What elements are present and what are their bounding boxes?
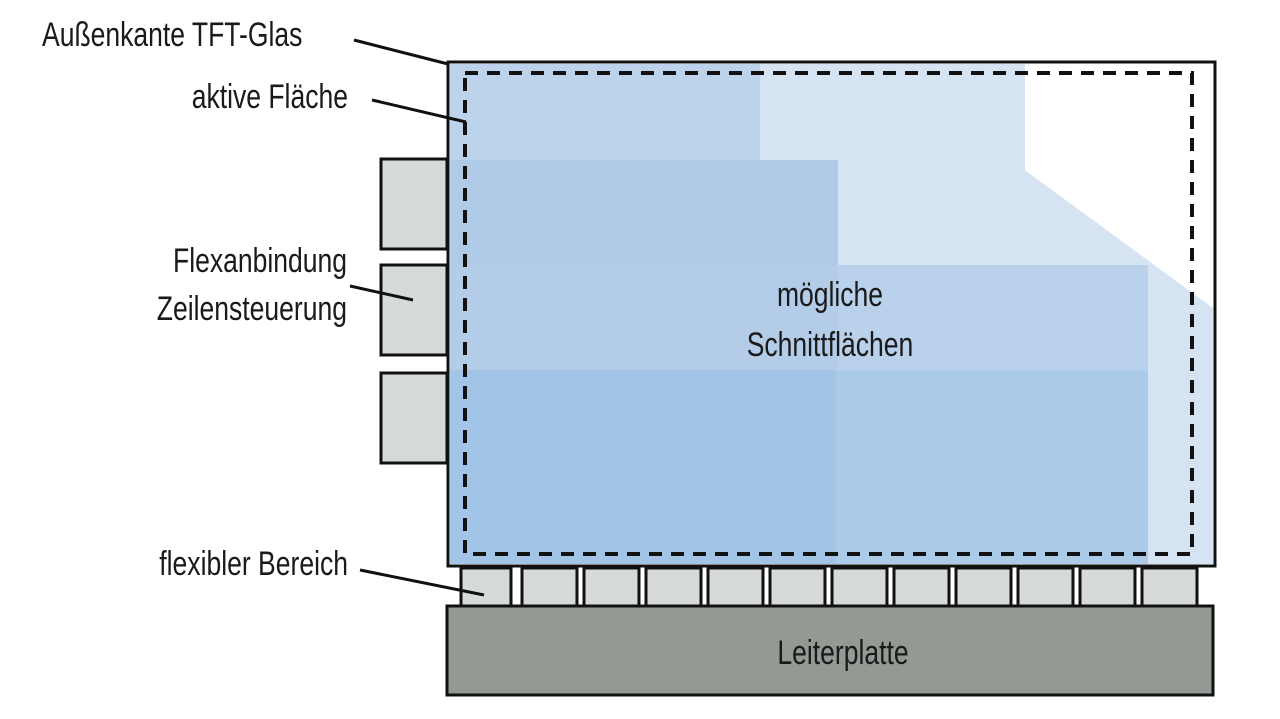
flex-connector: [644, 566, 703, 610]
tft-glass: [446, 60, 1217, 568]
label-active-area: aktive Fläche: [192, 78, 348, 116]
flex-connector: [1016, 566, 1075, 610]
flex-connector: [520, 566, 579, 610]
label-pcb: Leiterplatte: [777, 634, 908, 672]
flex-pad: [379, 371, 449, 465]
label-flex-row-driver-line1: Flexanbindung: [173, 242, 347, 280]
flex-connector: [582, 566, 641, 610]
row-driver-flex-pads: [379, 157, 449, 465]
flex-pad: [379, 157, 449, 251]
leader-flexible-area: [359, 568, 485, 597]
flex-pad: [379, 263, 449, 357]
flex-connector: [830, 566, 889, 610]
flex-connector: [706, 566, 765, 610]
flex-connector: [1078, 566, 1137, 610]
label-cut-surfaces-line2: Schnittflächen: [747, 326, 914, 364]
label-outer-edge: Außenkante TFT-Glas: [42, 16, 302, 54]
flex-connector: [459, 566, 513, 610]
flex-connector: [954, 566, 1013, 610]
label-flexible-area: flexibler Bereich: [159, 545, 348, 583]
active-area-outline: [463, 71, 1194, 556]
cut-region-smallest: [450, 370, 836, 564]
label-cut-surfaces-line1: mögliche: [777, 276, 883, 314]
leader-lines: [349, 38, 485, 597]
pcb-board: [445, 604, 1215, 697]
leader-active-area: [371, 98, 467, 124]
flex-connector: [1140, 566, 1199, 610]
leader-outer-edge: [353, 38, 449, 66]
label-flex-row-driver-line2: Zeilensteuerung: [157, 290, 347, 328]
flex-connector: [768, 566, 827, 610]
flexible-connectors: [459, 566, 1199, 610]
flex-connector: [892, 566, 951, 610]
leader-flex-row-driver: [349, 284, 414, 302]
